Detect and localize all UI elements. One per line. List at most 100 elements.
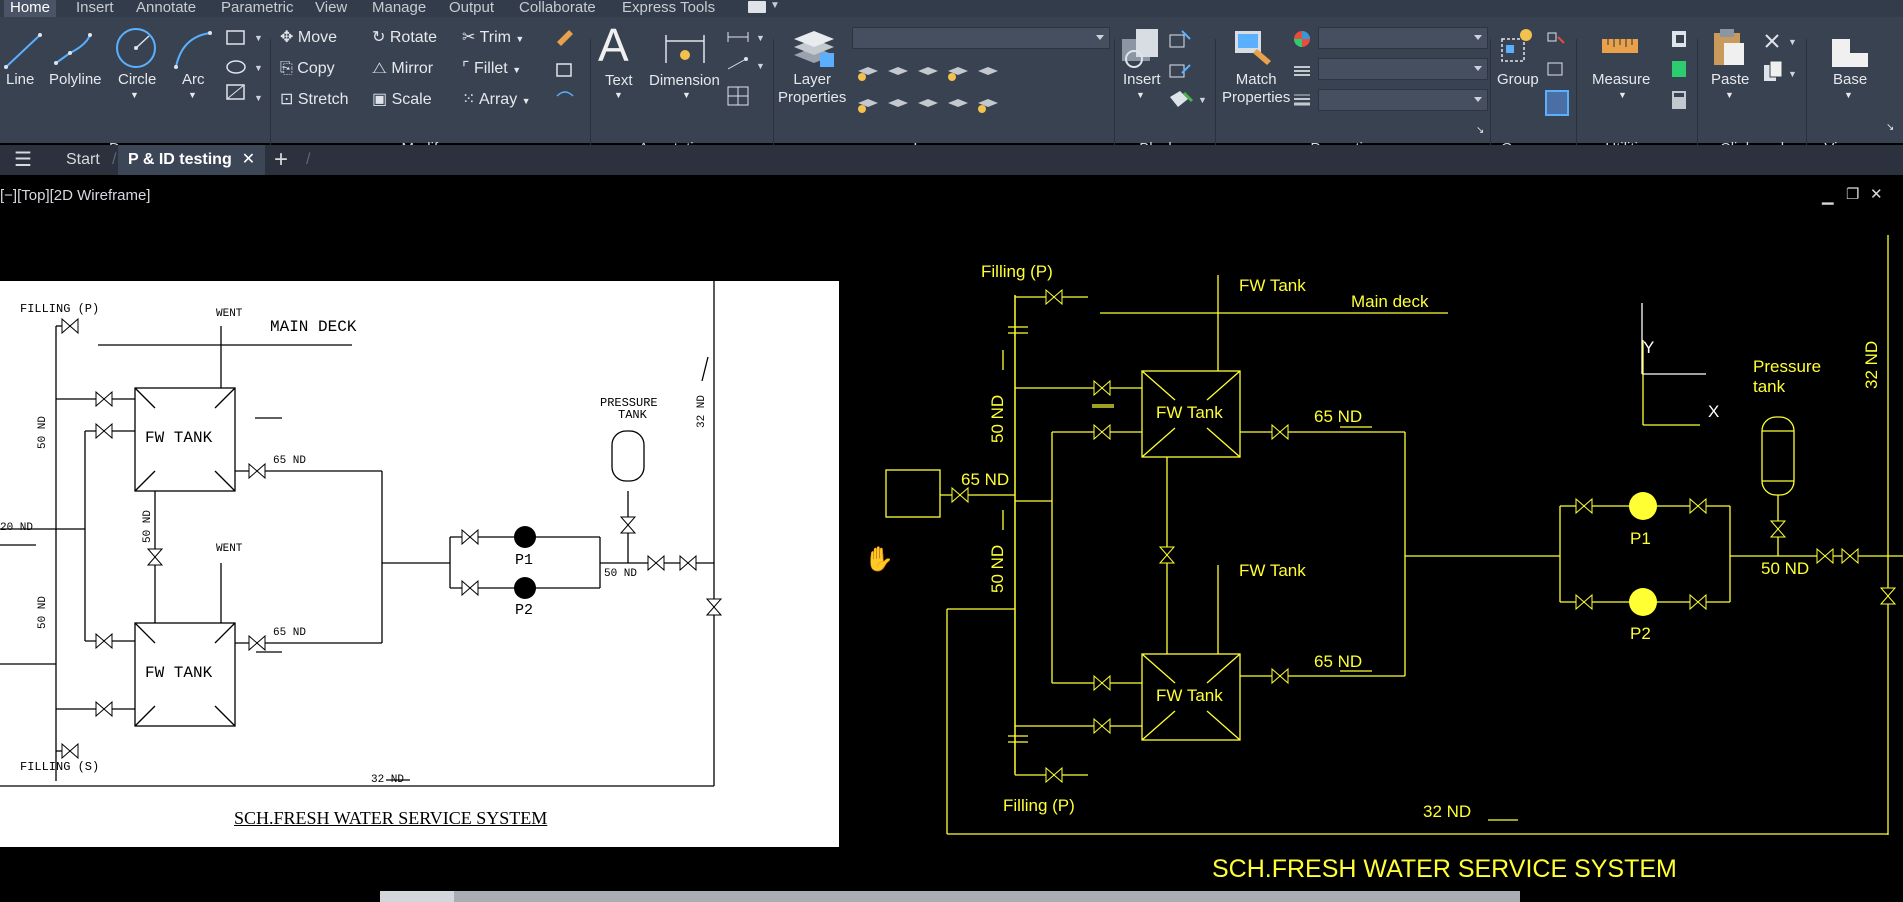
copy-button[interactable]: ⎘ Copy [280,60,335,77]
array-button[interactable]: ⁙ Array ▼ [462,91,531,108]
text-button[interactable]: Text [605,72,633,89]
paste-button[interactable]: Paste [1711,71,1750,88]
chevron-down-icon[interactable]: ▼ [130,90,139,100]
scale-button[interactable]: ▣ Scale [372,91,432,108]
clipboard-tool-icons[interactable]: ▼▼ [1762,29,1802,89]
restore-icon[interactable]: ❐ [1846,186,1860,203]
paper-main-deck: MAIN DECK [270,318,357,336]
panel-divider [1490,39,1491,157]
paper-filling-s: FILLING (S) [20,760,100,774]
tab-home[interactable]: Home [4,0,57,17]
panel-launcher-icon[interactable]: ↘ [1476,125,1485,136]
paper-filling-p: FILLING (P) [20,302,100,316]
move-button[interactable]: ✥ Move [280,29,337,46]
tab-annotate[interactable]: Annotate [136,0,197,16]
chevron-down-icon[interactable]: ▼ [682,90,691,100]
stretch-button[interactable]: ⊡ Stretch [280,91,349,108]
dimension-button[interactable]: Dimension [649,72,720,89]
panel-divider [270,39,271,157]
layer-dropdown[interactable] [852,27,1110,49]
drawing-viewport[interactable]: [−][Top][2D Wireframe] ▁ ❐ ✕ [0,175,1903,902]
close-icon[interactable]: ✕ [241,151,256,168]
minimize-icon[interactable]: ▁ [1822,188,1834,205]
tab-parametric[interactable]: Parametric [221,0,294,16]
block-tool-icons[interactable]: ▼ [1166,27,1210,117]
workspace-switch-icon[interactable] [748,1,766,13]
layer-tool-icons[interactable] [852,57,1002,129]
paper-50nd-1: 50 ND [37,415,49,449]
chevron-down-icon[interactable]: ▼ [1136,90,1145,100]
arc-button[interactable]: Arc [182,71,205,88]
menu-icon[interactable]: ☰ [14,149,32,171]
circle-button[interactable]: Circle [118,71,157,88]
linetype-dropdown[interactable] [1318,58,1488,80]
chevron-down-icon[interactable]: ▼ [1725,90,1734,100]
dimension-icon [665,35,705,63]
paper-50nd-3: 50 ND [142,509,154,543]
pan-hand-icon: ✋ [864,546,894,573]
circle-icon [116,28,156,68]
cad-50nd-3: 50 ND [1761,559,1810,578]
viewport-controls-label[interactable]: [−][Top][2D Wireframe] [0,187,151,204]
chevron-down-icon [1474,97,1482,102]
paper-pid-lines [0,281,723,787]
close-icon[interactable]: ✕ [1870,186,1883,203]
insert-block-icon [1122,29,1158,68]
command-line-handle[interactable] [380,891,454,902]
draw-small-tools-icon[interactable]: ▼ ▼ ▼ [224,27,264,117]
layer-properties-button[interactable]: Layer Properties [778,71,847,106]
panel-launcher-icon[interactable]: ↘ [1886,122,1895,133]
cad-tank-2: FW Tank [1156,686,1223,705]
tab-manage[interactable]: Manage [372,0,427,16]
chevron-down-icon[interactable]: ▼ [1844,90,1853,100]
properties-icons [1294,31,1310,106]
mirror-label: Mirror [391,60,434,77]
fillet-button[interactable]: ⌜ Fillet ▼ [462,60,522,77]
cad-filling-top: Filling (P) [981,262,1053,281]
active-file-tab[interactable]: P & ID testing✕ [118,145,266,175]
chevron-down-icon[interactable]: ▼ [1618,90,1627,100]
cad-main-deck: Main deck [1351,292,1429,311]
group-tool-icons[interactable] [1544,29,1570,121]
trim-button[interactable]: ✂ Trim ▼ [462,29,525,46]
group-button[interactable]: Group [1497,71,1539,88]
chevron-down-icon[interactable]: ▼ [614,90,623,100]
file-tab-bar: ☰ Start / P & ID testing✕ + / [0,145,1903,175]
panel-divider [1215,39,1216,157]
svg-text:▼: ▼ [254,63,263,73]
new-tab-icon[interactable]: + [274,146,289,173]
tab-insert[interactable]: Insert [76,0,114,16]
paper-tank: TANK [618,408,647,422]
chevron-down-icon[interactable]: ▼ [188,90,197,100]
cad-65nd-2: 65 ND [961,470,1010,489]
fillet-label: Fillet [473,60,508,77]
mirror-button[interactable]: ⧍ Mirror [372,60,434,77]
tab-view[interactable]: View [315,0,348,16]
match-properties-button[interactable]: Match Properties [1222,71,1291,106]
chevron-down-icon[interactable]: ▼ [770,0,780,11]
paper-vent-2: WENT [216,543,243,555]
tab-output[interactable]: Output [449,0,495,16]
tab-express-tools[interactable]: Express Tools [622,0,716,16]
annotation-small-tools-icon[interactable]: ▼▼ [724,29,768,113]
utility-tool-icons[interactable] [1668,29,1692,119]
cad-filling-bottom: Filling (P) [1003,796,1075,815]
reference-image[interactable]: FILLING (P) FILLING (S) WENT WENT MAIN D… [0,281,839,847]
lineweight-dropdown[interactable] [1318,89,1488,111]
ribbon-tab-bar: Home Insert Annotate Parametric View Man… [0,0,1903,17]
command-line[interactable] [380,891,1520,902]
polyline-button[interactable]: Polyline [49,71,102,88]
insert-button[interactable]: Insert [1123,71,1161,88]
tab-collaborate[interactable]: Collaborate [519,0,596,16]
color-dropdown[interactable] [1318,27,1488,49]
start-tab[interactable]: Start [66,151,100,168]
measure-button[interactable]: Measure [1592,71,1651,88]
line-button[interactable]: Line [6,71,35,88]
cad-p2: P2 [1630,624,1651,643]
rotate-button[interactable]: ↻ Rotate [372,29,437,46]
trim-label: Trim [479,29,511,46]
paper-fw-tank-2: FW TANK [145,664,213,682]
base-button[interactable]: Base [1833,71,1868,88]
panel-divider [590,39,591,157]
modify-extra-icons[interactable] [553,26,577,116]
